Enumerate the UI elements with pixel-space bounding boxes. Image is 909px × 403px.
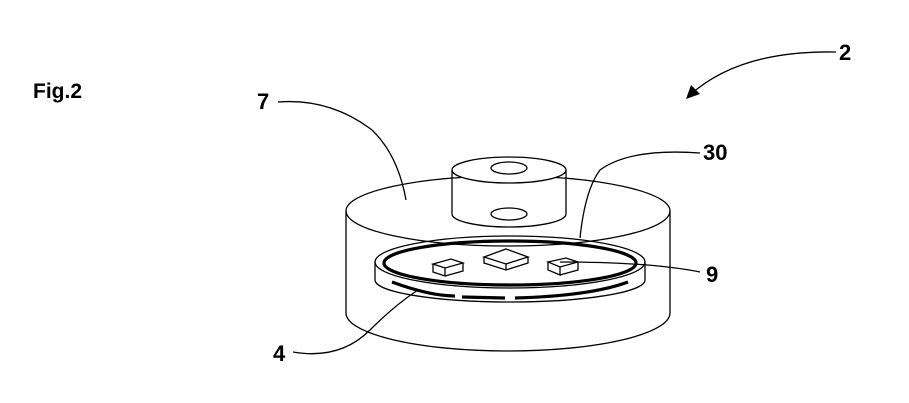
recess-lower-rim: [374, 279, 646, 303]
cap-bottom-hole: [490, 207, 528, 221]
chip-right-front: [547, 262, 561, 276]
chip-left-side: [444, 263, 464, 277]
label-ring: 30: [703, 140, 727, 165]
cap-top-face: [451, 156, 567, 184]
ring-base-segment-mid: [461, 295, 506, 300]
chip-right: [545, 257, 581, 276]
figure-title: Fig.2: [33, 80, 82, 103]
label-base: 4: [273, 341, 286, 366]
leader-ring: [579, 151, 701, 239]
leader-component: [559, 261, 701, 273]
chip-left: [430, 258, 466, 277]
ring-base-segment-left: [391, 280, 456, 298]
conductor-ring: [382, 239, 638, 287]
chip-center: [481, 248, 531, 271]
label-component: 9: [706, 262, 718, 287]
arrow-head: [686, 85, 700, 99]
chip-left-top: [430, 258, 466, 269]
chip-right-side: [559, 262, 579, 276]
top-cap-cylinder: [451, 156, 567, 228]
housing-bottom-rim: [345, 312, 671, 352]
chip-left-front: [432, 264, 446, 277]
label-housing: 7: [257, 89, 269, 114]
chip-center-top: [481, 248, 531, 265]
cap-top-hole: [490, 161, 528, 175]
leader-housing: [277, 100, 407, 201]
leader-assembly: [689, 51, 837, 96]
label-assembly: 2: [839, 40, 851, 65]
recess-upper-rim: [374, 235, 646, 289]
leader-base: [292, 289, 419, 355]
ring-base-segment-right: [514, 280, 629, 300]
cap-bottom-rim: [451, 213, 567, 228]
